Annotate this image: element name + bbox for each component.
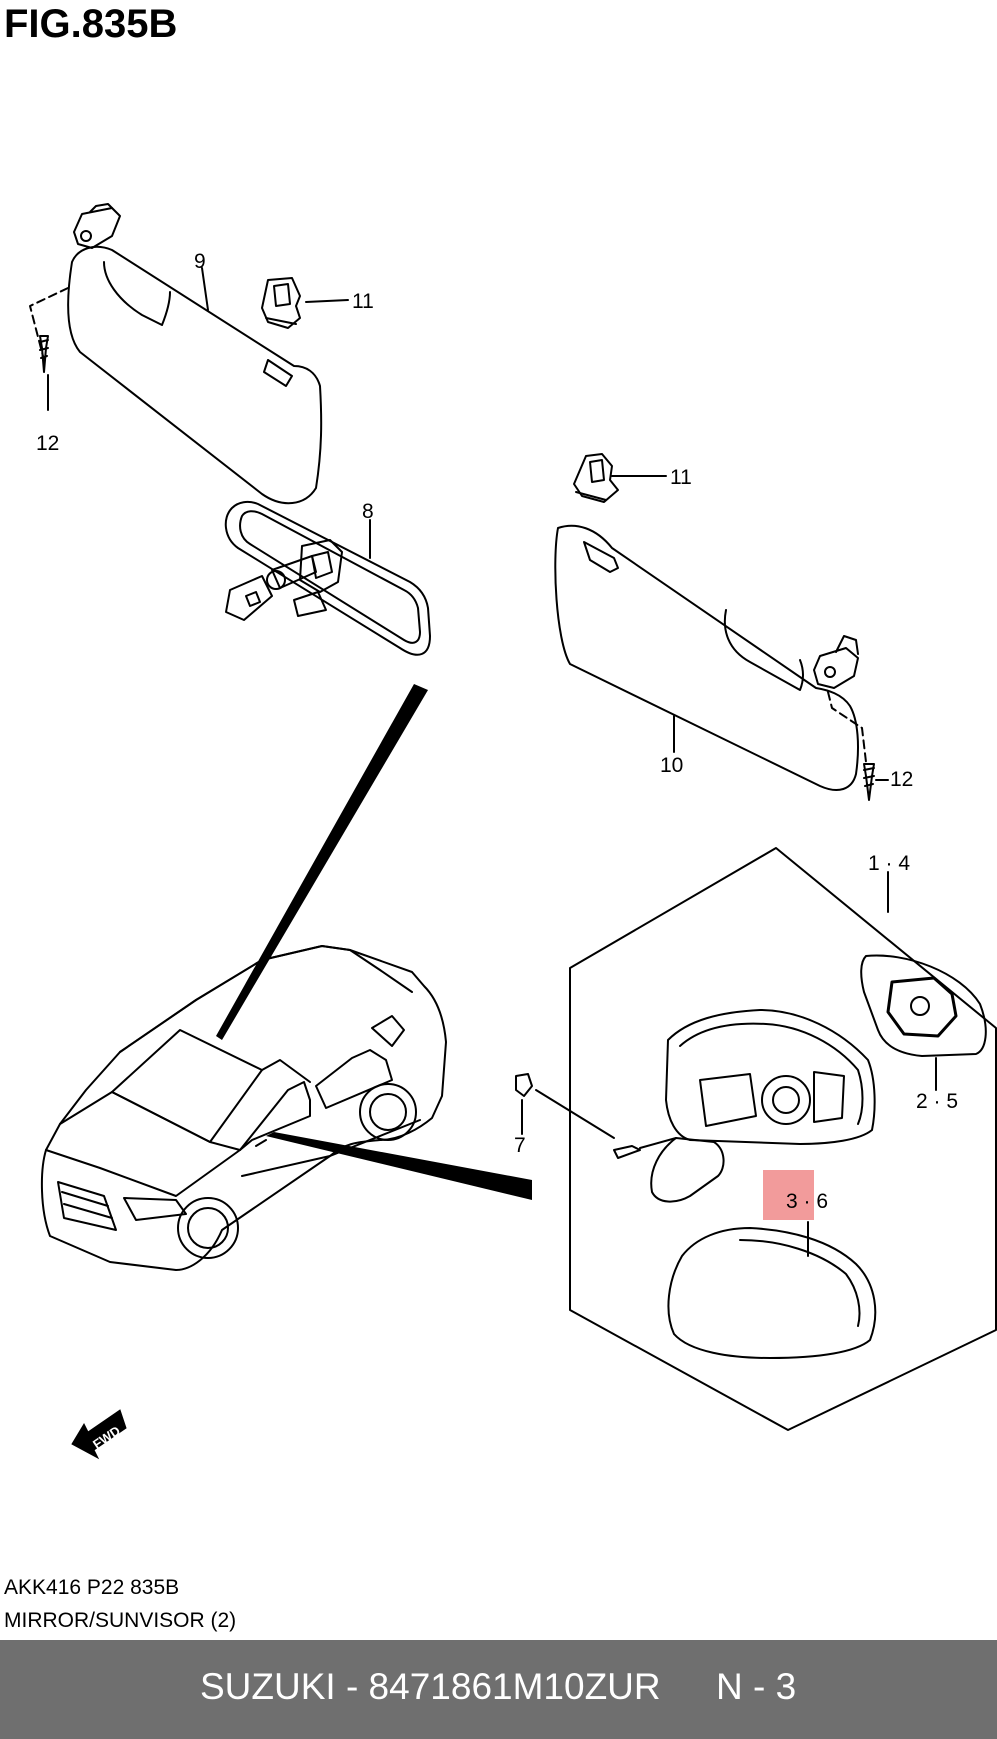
callout-11-upper: 11	[352, 290, 374, 313]
side-mirror-assembly-box	[569, 847, 997, 1431]
callout-12-lower: 12	[890, 768, 913, 791]
footer-part-number: SUZUKI - 8471861M10ZUR	[200, 1666, 661, 1707]
footer-bar: SUZUKI - 8471861M10ZUR N - 3	[0, 1640, 997, 1739]
diagram-subtitle: MIRROR/SUNVISOR (2)	[4, 1609, 237, 1632]
callout-1-4: 1 · 4	[868, 852, 910, 875]
reference-code: AKK416 P22 835B	[4, 1576, 180, 1599]
mirror-cover-part[interactable]	[667, 1227, 877, 1359]
callout-11-lower: 11	[670, 466, 692, 489]
mirror-housing-part[interactable]	[613, 1009, 876, 1203]
clip-upper-part[interactable]	[261, 277, 301, 329]
rearview-mirror-part[interactable]	[224, 500, 431, 656]
footer-page-number: N - 3	[716, 1666, 797, 1707]
callout-3-6: 3 · 6	[786, 1190, 828, 1213]
callout-8: 8	[362, 500, 374, 523]
vehicle-outline	[40, 945, 447, 1271]
sunvisor-left-part[interactable]	[29, 203, 323, 505]
highlight-marker	[763, 1170, 814, 1220]
clip-lower-part[interactable]	[573, 453, 619, 503]
nut-part[interactable]	[515, 1073, 615, 1139]
callout-12-upper: 12	[36, 432, 59, 455]
callout-9: 9	[194, 250, 206, 273]
callout-2-5: 2 · 5	[916, 1090, 958, 1113]
callout-10: 10	[660, 754, 683, 777]
sunvisor-right-part[interactable]	[554, 524, 875, 801]
figure-title: FIG.835B	[4, 2, 178, 46]
fwd-arrow-icon: FWD	[71, 1409, 127, 1460]
mirror-glass-part[interactable]	[860, 954, 987, 1057]
parts-diagram: FWD 9 11 12 8 11 10 12 1 · 4 2 · 5 7 3 ·…	[29, 203, 997, 1460]
callout-7: 7	[514, 1134, 526, 1157]
